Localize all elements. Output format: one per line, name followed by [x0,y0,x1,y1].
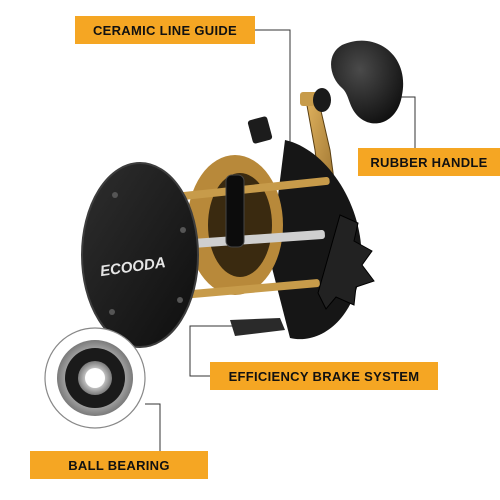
handle-knob [331,40,404,124]
left-side-plate [82,163,198,347]
ceramic-line-guide [225,174,245,248]
screw-3 [177,297,183,303]
frame-bar-mid [175,229,325,250]
ball-bearing-inset [44,327,146,429]
screw-4 [109,309,115,315]
star-drag [317,214,375,310]
efficiency-brake-system-label: EFFICIENCY BRAKE SYSTEM [210,362,438,390]
handle-knob-base [313,88,331,112]
left-side-plate-rim [81,162,199,348]
ball-bearing-label: BALL BEARING [30,451,208,479]
screw-2 [180,227,186,233]
rubber-handle-label: RUBBER HANDLE [358,148,500,176]
reel-body: ECOODA [81,116,375,348]
brake-callout [189,325,262,377]
bearing-bore [85,368,105,388]
handle-callout [398,96,416,148]
clicker-lever [247,116,273,144]
frame-bar-top [170,176,330,202]
ceramic-line-guide-label: CERAMIC LINE GUIDE [75,16,255,44]
frame-bar-bottom [175,279,320,300]
reel-foot [230,318,285,336]
screw-1 [112,192,118,198]
